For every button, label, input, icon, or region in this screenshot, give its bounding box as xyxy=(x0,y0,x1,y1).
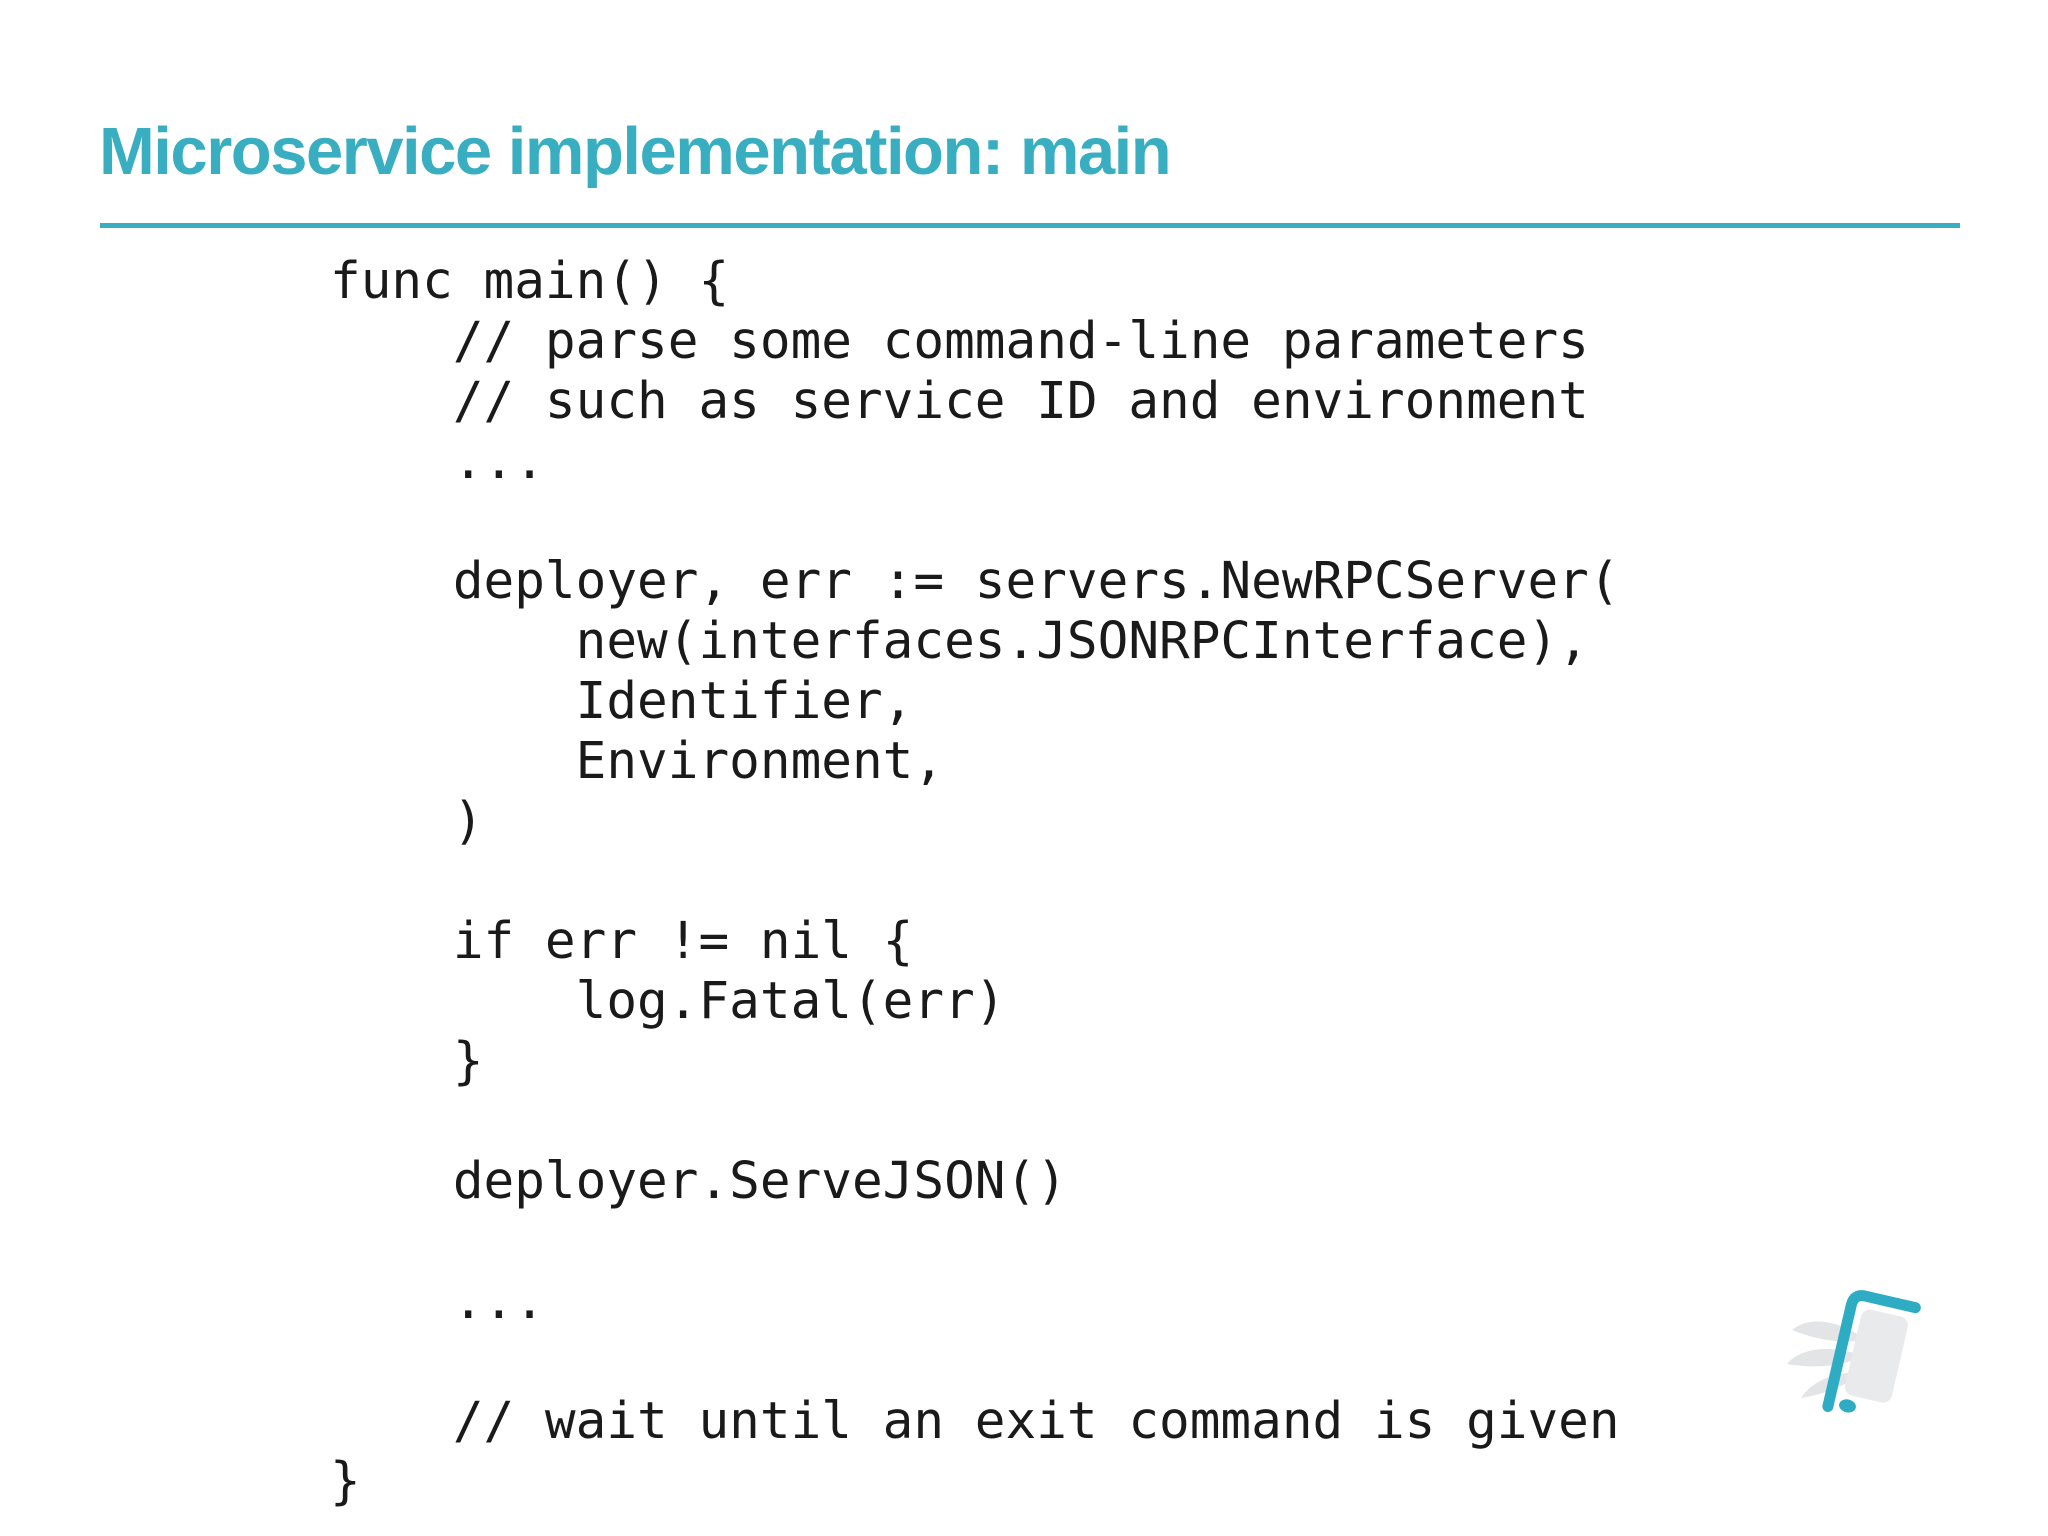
code-block: func main() { // parse some command-line… xyxy=(330,252,1620,1511)
slide-title: Microservice implementation: main xyxy=(99,114,1172,189)
logo-phone-button xyxy=(1839,1399,1856,1413)
logo-phone-edge xyxy=(1822,1290,1921,1413)
logo-phone-screen xyxy=(1844,1309,1908,1403)
logo-wing-feather xyxy=(1792,1321,1866,1342)
title-underline xyxy=(100,223,1960,228)
winged-phone-logo-icon xyxy=(1787,1290,1921,1413)
